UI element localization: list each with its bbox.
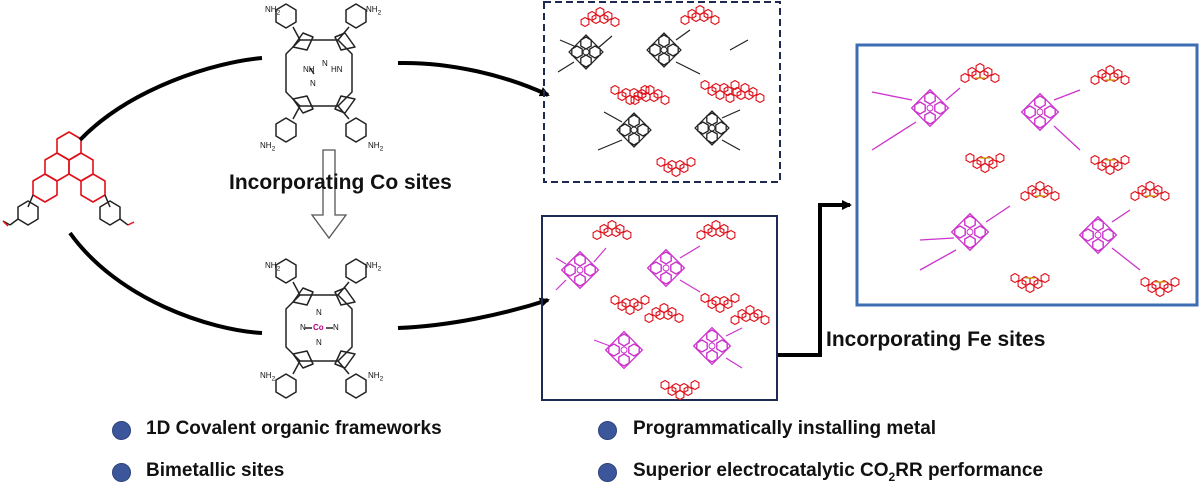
bullet-dot <box>598 421 617 440</box>
amine-label: NH2 <box>366 5 382 17</box>
bullet-text: Bimetallic sites <box>146 460 285 481</box>
bullet-dot <box>112 421 131 440</box>
pyrrole-nh-label: NH <box>303 65 315 74</box>
co-incorporation-label: Incorporating Co sites <box>229 171 452 194</box>
bullet-text: 1D Covalent organic frameworks <box>146 418 442 439</box>
amine-label: NH2 <box>260 141 276 153</box>
amine-label: NH2 <box>260 371 276 383</box>
box-cof-co <box>541 215 778 401</box>
pyrrole-n-label: N <box>322 59 328 68</box>
fe-elbow-arrow <box>778 200 852 357</box>
cof-network-fe <box>871 64 1179 297</box>
bullet-text: Superior electrocatalytic CO2RR performa… <box>633 460 1044 484</box>
pyrrole-n-label: N <box>333 323 339 332</box>
pyrrole-n-label: N <box>316 338 322 347</box>
amine-label: NH2 <box>265 5 281 17</box>
bullet-dot <box>598 463 617 482</box>
box-cof-free <box>543 1 781 183</box>
upper-arc-arrow <box>78 56 263 142</box>
pyrrole-n-label: N <box>300 323 306 332</box>
cobalt-center-label: Co <box>313 323 324 332</box>
box-cof-fe <box>855 43 1199 307</box>
amine-label: NH2 <box>366 261 382 273</box>
bottom-reaction-arrow <box>397 297 550 330</box>
amine-label: NH2 <box>265 261 281 273</box>
amine-label: NH2 <box>368 141 384 153</box>
cof-network-co <box>555 221 769 400</box>
co-incorporation-arrow <box>310 149 348 240</box>
co-tapp-monomer-structure <box>275 258 367 399</box>
pyrrole-n-label: N <box>310 79 316 88</box>
pyrrole-hn-label: HN <box>331 65 343 74</box>
pyrrole-n-label: N <box>316 308 322 317</box>
fe-incorporation-label: Incorporating Fe sites <box>826 328 1046 351</box>
cof-network-free <box>557 6 764 177</box>
amine-label: NH2 <box>368 371 384 383</box>
bullet-text: Programmatically installing metal <box>633 418 937 439</box>
lower-arc-arrow <box>68 231 263 335</box>
aldehyde-linker-structure <box>2 131 135 227</box>
top-reaction-arrow <box>397 60 550 97</box>
tapp-monomer-structure <box>275 3 367 143</box>
bullet-dot <box>112 463 131 482</box>
